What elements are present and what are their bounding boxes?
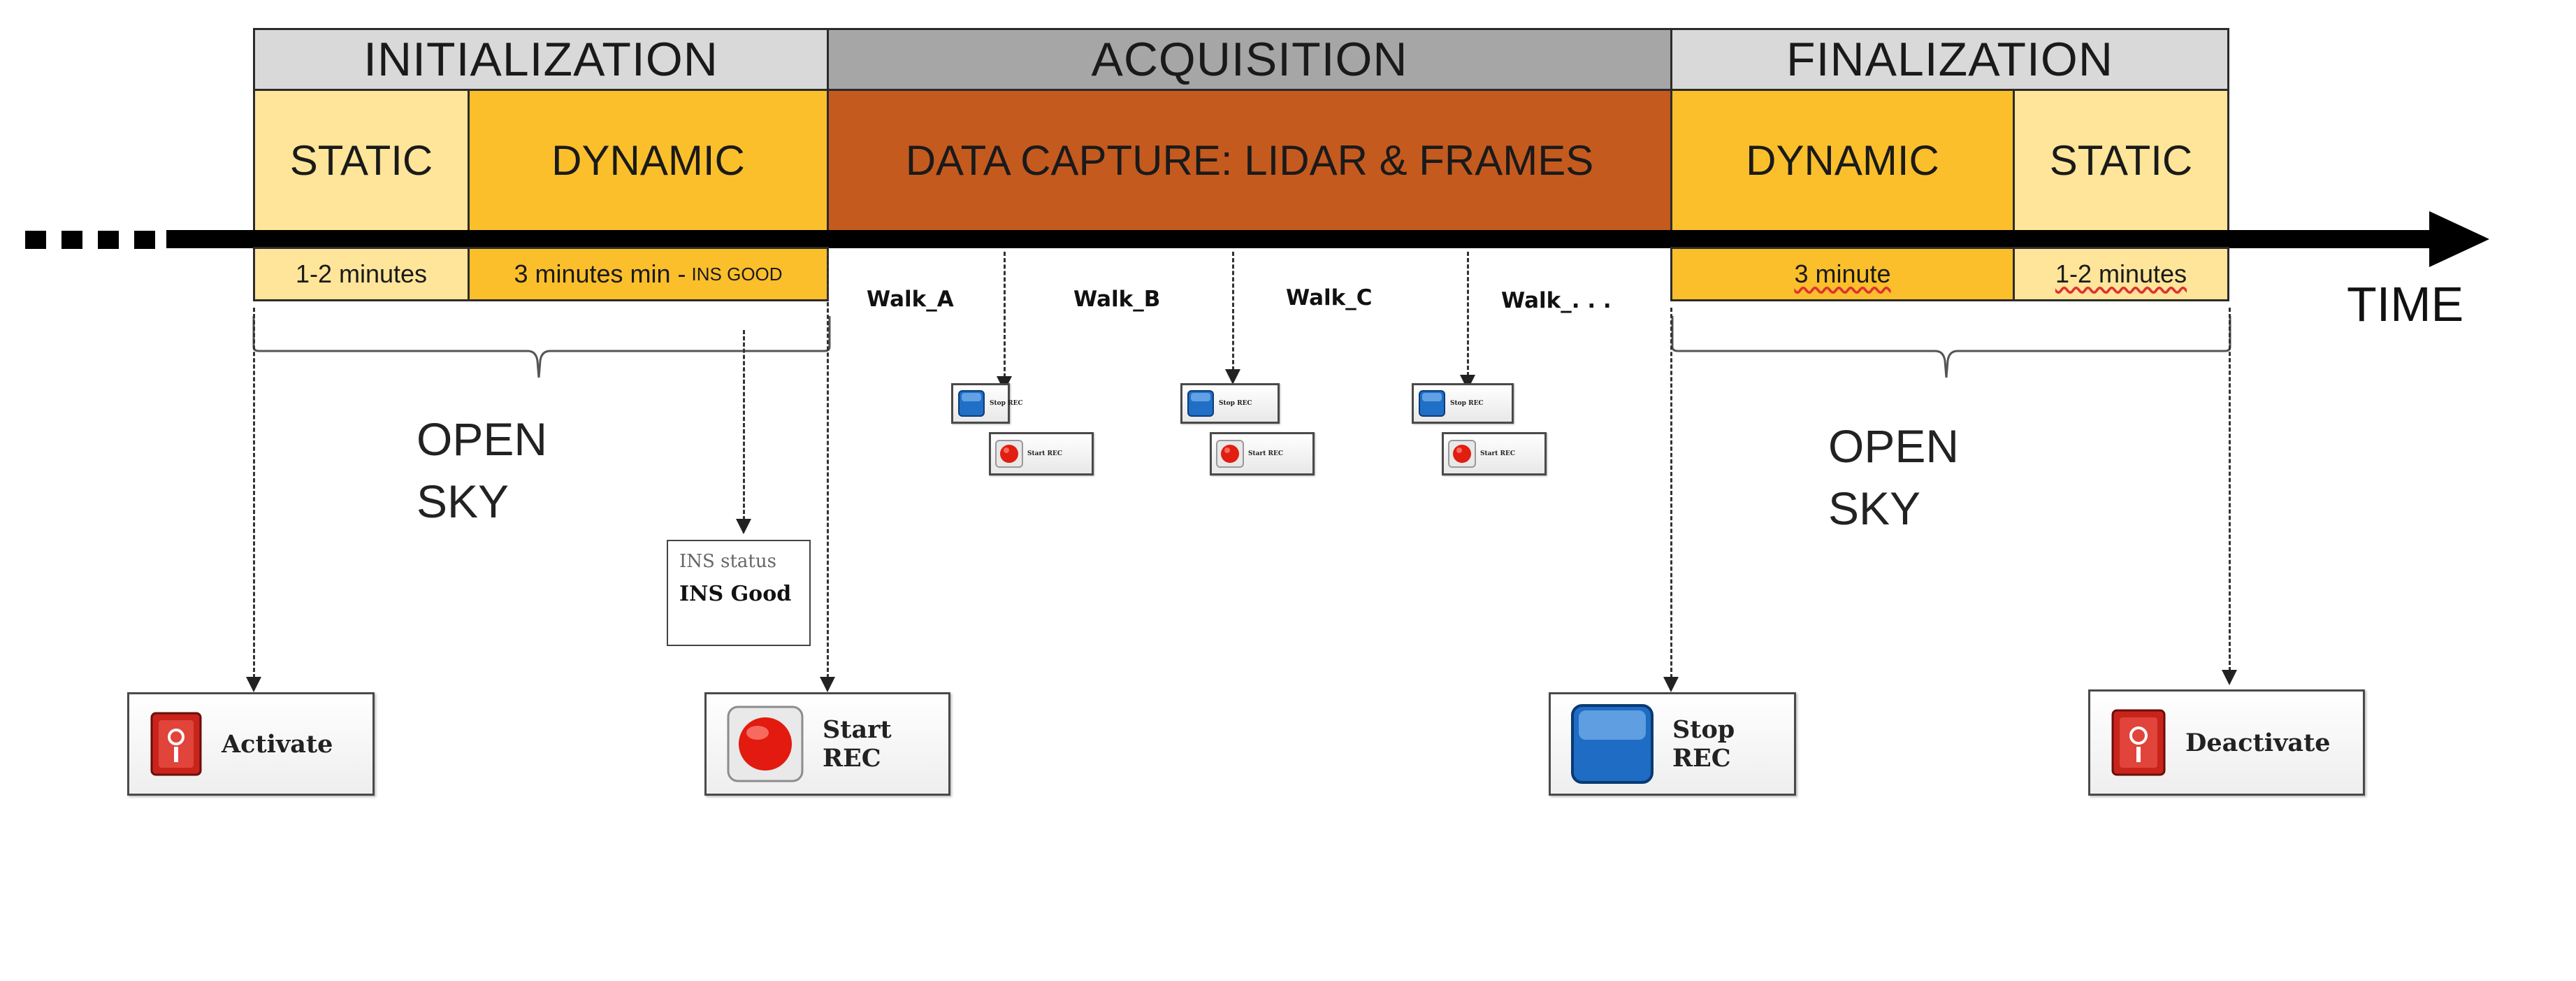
activate-button[interactable]: Activate bbox=[127, 692, 375, 796]
stop-rec-button[interactable]: Stop REC bbox=[1549, 692, 1796, 796]
mini-stop-rec-button-b[interactable]: Stop REC bbox=[1180, 383, 1280, 424]
segment-data-capture: DATA CAPTURE: LIDAR & FRAMES bbox=[827, 89, 1672, 232]
ins-status-box: INS status INS Good bbox=[667, 540, 811, 646]
time-label: TIME bbox=[2347, 277, 2464, 331]
dashed-line-walk-a bbox=[1004, 252, 1006, 378]
mini-start-rec-label: Start REC bbox=[1248, 450, 1284, 457]
open-sky-line1: OPEN bbox=[1828, 420, 1960, 472]
mini-stop-rec-label: Stop REC bbox=[990, 400, 1023, 407]
dashed-line-walk-b bbox=[1232, 252, 1234, 371]
stop-rec-label: Stop REC bbox=[1672, 715, 1735, 773]
arrow-head-ins bbox=[736, 519, 751, 534]
walk-label-c: Walk_C bbox=[1286, 285, 1373, 310]
segment-final-dynamic: DYNAMIC bbox=[1670, 89, 2015, 232]
mini-start-rec-button-b[interactable]: Start REC bbox=[1210, 432, 1315, 475]
arrow-head-activate bbox=[246, 677, 261, 692]
timeline-axis bbox=[166, 230, 2446, 248]
ins-status-title: INS status bbox=[679, 551, 776, 572]
arrow-head-stop-rec bbox=[1663, 677, 1679, 692]
open-sky-label-left: OPEN SKY bbox=[417, 408, 547, 533]
dashed-line-deactivate bbox=[2229, 308, 2231, 671]
power-switch-icon bbox=[150, 712, 202, 776]
dashed-line-walk-c bbox=[1467, 252, 1469, 376]
duration-final-dynamic-text: 3 minute bbox=[1794, 259, 1891, 288]
stop-icon bbox=[1571, 704, 1654, 784]
arrow-head-start-rec bbox=[820, 677, 835, 692]
phase-initialization: INITIALIZATION bbox=[253, 28, 829, 91]
duration-final-static: 1-2 minutes bbox=[2013, 247, 2229, 301]
segment-init-static: STATIC bbox=[253, 89, 470, 232]
record-icon bbox=[1216, 440, 1244, 468]
timeline-dots bbox=[25, 231, 165, 249]
deactivate-label: Deactivate bbox=[2185, 728, 2331, 757]
duration-init-static: 1-2 minutes bbox=[253, 247, 470, 301]
brace-finalization bbox=[1671, 316, 2231, 378]
duration-init-dynamic-text: 3 minutes min - bbox=[514, 259, 686, 288]
walk-label-a: Walk_A bbox=[867, 287, 954, 312]
timeline-arrowhead bbox=[2429, 211, 2489, 267]
open-sky-line2: SKY bbox=[417, 475, 509, 528]
phase-finalization: FINALIZATION bbox=[1670, 28, 2229, 91]
dashed-line-start-rec bbox=[827, 252, 829, 678]
record-icon bbox=[995, 440, 1023, 468]
segment-final-static: STATIC bbox=[2013, 89, 2229, 232]
mini-stop-rec-label: Stop REC bbox=[1450, 400, 1484, 407]
mini-start-rec-label: Start REC bbox=[1027, 450, 1063, 457]
stop-icon bbox=[1187, 390, 1214, 417]
segment-init-dynamic: DYNAMIC bbox=[468, 89, 829, 232]
mini-stop-rec-button-a[interactable]: Stop REC bbox=[951, 383, 1023, 424]
arrow-head-deactivate bbox=[2222, 670, 2237, 685]
duration-init-dynamic: 3 minutes min - INS GOOD bbox=[468, 247, 829, 301]
mini-start-rec-button-a[interactable]: Start REC bbox=[989, 432, 1094, 475]
walk-label-more: Walk_. . . bbox=[1501, 288, 1612, 313]
start-rec-button[interactable]: Start REC bbox=[704, 692, 950, 796]
power-switch-icon bbox=[2111, 709, 2166, 776]
walk-label-b: Walk_B bbox=[1073, 287, 1161, 312]
dashed-line-activate bbox=[253, 308, 255, 678]
activate-label: Activate bbox=[222, 729, 333, 759]
mini-stop-rec-label: Stop REC bbox=[1219, 400, 1252, 407]
deactivate-button[interactable]: Deactivate bbox=[2088, 689, 2365, 796]
open-sky-line1: OPEN bbox=[417, 413, 548, 465]
mini-start-rec-button-c[interactable]: Start REC bbox=[1442, 432, 1547, 475]
open-sky-line2: SKY bbox=[1828, 482, 1921, 535]
stop-icon bbox=[958, 390, 985, 417]
record-icon bbox=[1448, 440, 1476, 468]
duration-final-dynamic: 3 minute bbox=[1670, 247, 2015, 301]
stop-icon bbox=[1419, 390, 1445, 417]
open-sky-label-right: OPEN SKY bbox=[1828, 415, 1959, 540]
start-rec-label: Start REC bbox=[823, 715, 892, 773]
duration-init-dynamic-suffix: INS GOOD bbox=[691, 263, 783, 285]
brace-initialization bbox=[252, 316, 831, 378]
arrow-head-walk-b bbox=[1225, 369, 1240, 385]
dashed-line-ins bbox=[743, 330, 745, 520]
record-icon bbox=[727, 706, 804, 782]
mini-start-rec-label: Start REC bbox=[1480, 450, 1516, 457]
mini-stop-rec-button-c[interactable]: Stop REC bbox=[1412, 383, 1514, 424]
ins-status-value: INS Good bbox=[679, 582, 792, 606]
dashed-line-stop-rec bbox=[1670, 308, 1672, 678]
phase-acquisition: ACQUISITION bbox=[827, 28, 1672, 91]
duration-final-static-text: 1-2 minutes bbox=[2055, 259, 2187, 288]
